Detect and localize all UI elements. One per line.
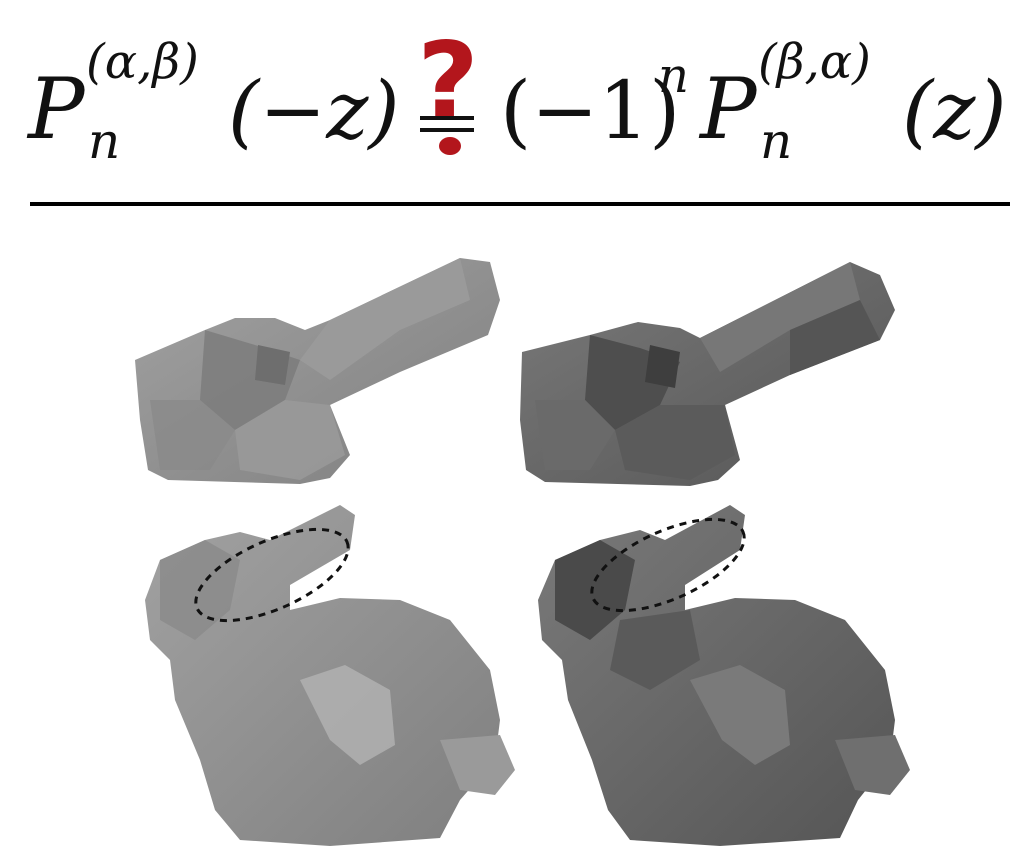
equals-bar-bottom <box>420 128 474 132</box>
lhs-argument: (−z) <box>228 64 400 157</box>
rhs-base: P <box>698 60 758 158</box>
question-mark: ? <box>417 20 479 143</box>
bunny-smooth-left <box>145 505 515 846</box>
bunny-figure <box>135 258 910 846</box>
ear-highlight-ellipse-right <box>590 517 746 613</box>
rhs-factor: (−1) <box>500 64 680 157</box>
ear-highlight-ellipse-left <box>194 527 350 623</box>
question-dot <box>439 137 461 155</box>
rhs-factor-exponent: n <box>658 48 689 104</box>
bunny-faceted-right <box>538 505 910 846</box>
rhs-subscript: n <box>760 112 792 170</box>
rhs-superscript: (β,α) <box>758 34 871 90</box>
questioned-equals: ? <box>417 20 479 155</box>
lhs-superscript: (α,β) <box>86 34 199 90</box>
rhs-argument: (z) <box>902 64 1007 157</box>
lhs-subscript: n <box>88 112 120 170</box>
equals-bar-top <box>420 116 474 120</box>
lhs-base: P <box>26 60 86 158</box>
ear-closeup-faceted-right <box>520 262 895 486</box>
divider-rule <box>30 202 1010 206</box>
ear-closeup-smooth-left <box>135 258 500 484</box>
formula: P (α,β) n (−z) ? (−1) n P (β,α) n (z) <box>26 20 1007 170</box>
